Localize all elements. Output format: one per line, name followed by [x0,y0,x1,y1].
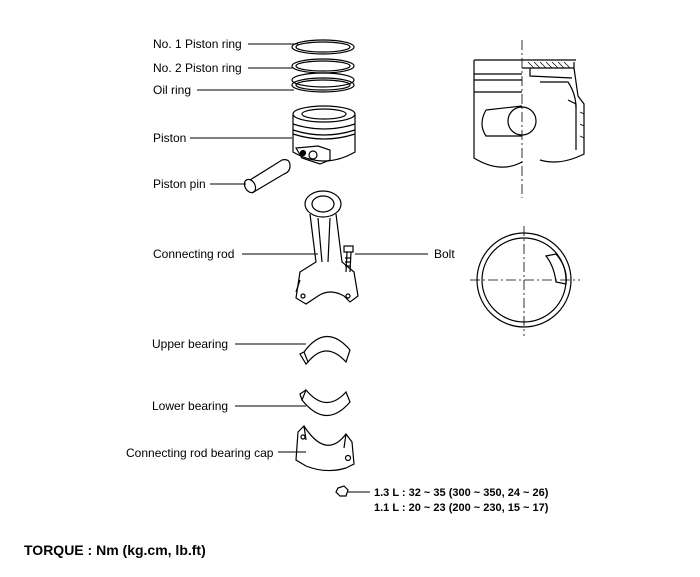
piston-ring-2 [291,58,355,74]
torque-spec-1-1l: 1.1 L : 20 ~ 23 (200 ~ 230, 15 ~ 17) [374,502,549,514]
connecting-rod-bolt [343,245,354,273]
bearing-cap-nut [335,485,349,497]
piston-ring-1 [291,39,355,55]
label-oil-ring: Oil ring [153,83,192,97]
upper-bearing [299,335,351,365]
label-lower-bearing: Lower bearing [152,399,229,413]
label-piston-pin: Piston pin [153,177,206,191]
torque-unit-note: TORQUE : Nm (kg.cm, lb.ft) [24,542,206,558]
torque-spec-1-3l: 1.3 L : 32 ~ 35 (300 ~ 350, 24 ~ 26) [374,487,549,499]
connecting-rod [295,190,359,305]
label-bearing-cap: Connecting rod bearing cap [126,446,274,460]
piston-top-view [470,226,580,336]
oil-ring [291,72,355,93]
piston-section-view [473,40,585,198]
label-bolt: Bolt [434,247,455,261]
leader-lines [190,43,428,493]
label-upper-bearing: Upper bearing [152,337,229,351]
bearing-cap [295,425,355,472]
piston [292,105,356,165]
label-piston: Piston [153,131,187,145]
label-connecting-rod: Connecting rod [153,247,235,261]
piston-pin [243,159,291,194]
lower-bearing [299,388,351,417]
label-no2-piston-ring: No. 2 Piston ring [153,61,242,75]
label-no1-piston-ring: No. 1 Piston ring [153,37,242,51]
